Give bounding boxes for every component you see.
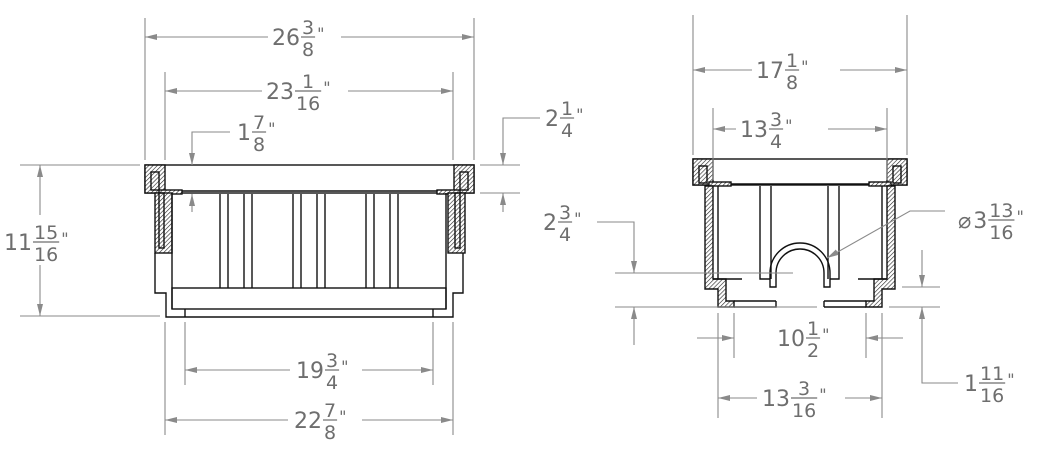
dim-whole-number: 19 [296,359,324,384]
dim-numerator: 11 [980,363,1004,385]
inch-mark: " [576,105,583,124]
dim-numerator: 7 [253,112,265,134]
dim-numerator: 3 [302,17,314,39]
dim-denominator: 4 [326,372,338,394]
inch-mark: " [1007,370,1014,389]
dim-numerator: 3 [559,202,571,224]
dim-numerator: 3 [770,109,782,131]
front-view-part-outline [144,164,475,318]
stiffening-ribs [219,194,399,288]
dim-denominator: 8 [302,39,314,61]
dim-denominator: 8 [324,422,336,444]
dim-numerator: 1 [786,50,798,72]
inch-mark: " [61,229,68,248]
dim-label-bottom-outer-width-side: 13 316" [762,378,827,422]
inch-mark: " [785,116,792,135]
dim-whole-number: 23 [266,80,294,105]
dim-whole-number: 13 [740,118,768,143]
inch-mark: " [341,357,348,376]
dim-numerator: 7 [324,400,336,422]
inch-mark: " [819,385,826,404]
dim-denominator: 16 [296,93,320,115]
inch-mark: " [317,24,324,43]
inch-mark: " [339,407,346,426]
dim-whole-number: 13 [762,387,790,412]
inch-mark: " [268,119,275,138]
dim-whole-number: 17 [756,59,784,84]
dim-whole-number: 10 [777,327,805,352]
dim-denominator: 8 [786,72,798,94]
inch-mark: " [822,325,829,344]
dim-whole-number: 2 [545,107,559,132]
dim-numerator: 1 [302,71,314,93]
dim-whole-number: 3 [973,209,987,234]
dim-denominator: 16 [980,385,1004,407]
inch-mark: " [801,57,808,76]
dim-denominator: 16 [792,400,816,422]
dim-whole-number: 1 [237,121,251,146]
dim-denominator: 16 [989,222,1013,244]
side-dimension-lines [597,15,958,418]
side-view [597,15,958,418]
dim-whole-number: 2 [543,211,557,236]
dim-denominator: 8 [253,134,265,156]
dim-denominator: 4 [561,120,573,142]
dim-label-inner-width-front: 23 116" [266,71,331,115]
dim-whole-number: 11 [4,231,32,256]
front-view [20,18,540,435]
dim-whole-number: 26 [272,26,300,51]
dim-denominator: 2 [807,340,819,362]
dim-numerator: 1 [561,98,573,120]
inch-mark: " [1016,207,1023,226]
front-dimension-lines [20,18,540,435]
dim-denominator: 16 [34,244,58,266]
dim-whole-number: 22 [294,409,322,434]
dim-denominator: 4 [770,131,782,153]
dim-denominator: 4 [559,224,571,246]
dim-numerator: 13 [989,200,1013,222]
dim-whole-number: 1 [964,372,978,397]
dim-numerator: 15 [34,222,58,244]
dim-numerator: 3 [798,378,810,400]
side-view-part-outline [692,158,908,308]
inch-mark: " [574,209,581,228]
dim-numerator: 3 [326,350,338,372]
dim-numerator: 1 [807,318,819,340]
inch-mark: " [323,78,330,97]
diameter-symbol: ⌀ [958,209,971,234]
